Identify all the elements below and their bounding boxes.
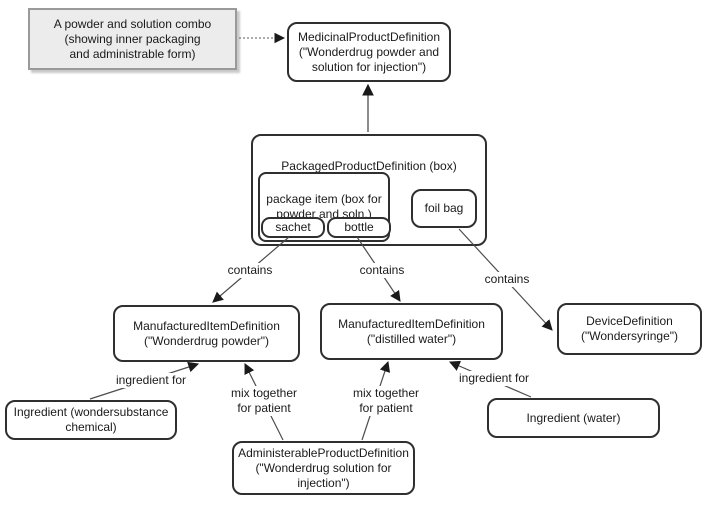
edge-label-mix-together-right: mix together for patient (350, 386, 422, 416)
node-manufactured-item-water: ManufacturedItemDefinition ("distilled w… (320, 303, 503, 360)
node-bottle: bottle (327, 217, 391, 238)
node-foil-bag: foil bag (411, 189, 477, 228)
node-packaged-product-definition-label: PackagedProductDefinition (box) (281, 159, 457, 173)
node-sachet: sachet (261, 217, 325, 238)
edge-label-mix-together-left: mix together for patient (228, 386, 300, 416)
annotation-note-box: A powder and solution combo (showing inn… (28, 8, 237, 70)
edge-label-contains-left: contains (225, 263, 275, 278)
node-medicinal-product-definition: MedicinalProductDefinition ("Wonderdrug … (287, 22, 451, 82)
node-ingredient-water: Ingredient (water) (487, 398, 660, 438)
node-manufactured-item-powder: ManufacturedItemDefinition ("Wonderdrug … (113, 305, 300, 362)
node-device-definition: DeviceDefinition ("Wondersyringe") (557, 303, 702, 355)
node-ingredient-chemical: Ingredient (wondersubstance chemical) (5, 400, 177, 440)
edge-label-contains-middle: contains (357, 263, 407, 278)
edge-label-contains-right: contains (482, 272, 532, 287)
edge-label-ingredient-for-right: ingredient for (456, 371, 532, 386)
node-packaged-product-definition: PackagedProductDefinition (box) package … (251, 134, 487, 246)
node-package-item: package item (box for powder and soln.) … (258, 172, 391, 242)
node-administrable-product-definition: AdministerableProductDefinition ("Wonder… (232, 441, 415, 495)
edge-label-ingredient-for-left: ingredient for (113, 373, 189, 388)
